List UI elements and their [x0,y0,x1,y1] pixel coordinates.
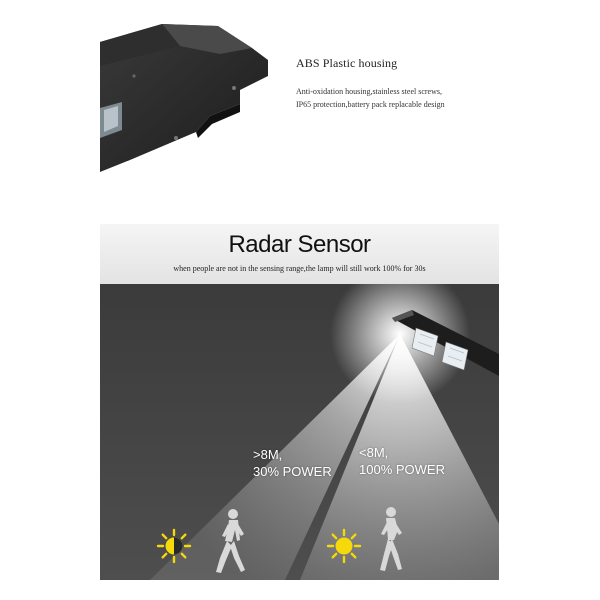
radar-subtitle: when people are not in the sensing range… [173,264,426,273]
radar-header: Radar Sensor when people are not in the … [100,224,499,284]
housing-description-line1: Anti-oxidation housing,stainless steel s… [296,87,442,96]
beam-far [150,334,400,580]
zone-label-far: >8M, 30% POWER [253,446,332,480]
beam-near [300,334,499,580]
housing-info: ABS Plastic housing Anti-oxidation housi… [296,56,556,111]
housing-title: ABS Plastic housing [296,56,398,70]
housing-photo [100,20,270,175]
zone-far-distance: >8M, [253,447,283,462]
zone-label-near: <8M, 100% POWER [359,444,445,478]
radar-title: Radar Sensor [228,231,371,258]
walking-person-icon [380,507,402,571]
walking-person-icon [216,509,245,573]
housing-description: Anti-oxidation housing,stainless steel s… [296,85,556,111]
zone-near-distance: <8M, [359,445,389,460]
street-lamp [392,310,499,376]
housing-description-line2: IP65 protection,battery pack replacable … [296,100,445,109]
half-sun-icon [156,528,192,564]
radar-scene: >8M, 30% POWER <8M, 100% POWER [100,284,499,580]
full-sun-icon [326,528,362,564]
zone-far-power: 30% POWER [253,464,332,479]
zone-near-power: 100% POWER [359,462,445,477]
radar-sensor-panel: Radar Sensor when people are not in the … [100,224,499,580]
